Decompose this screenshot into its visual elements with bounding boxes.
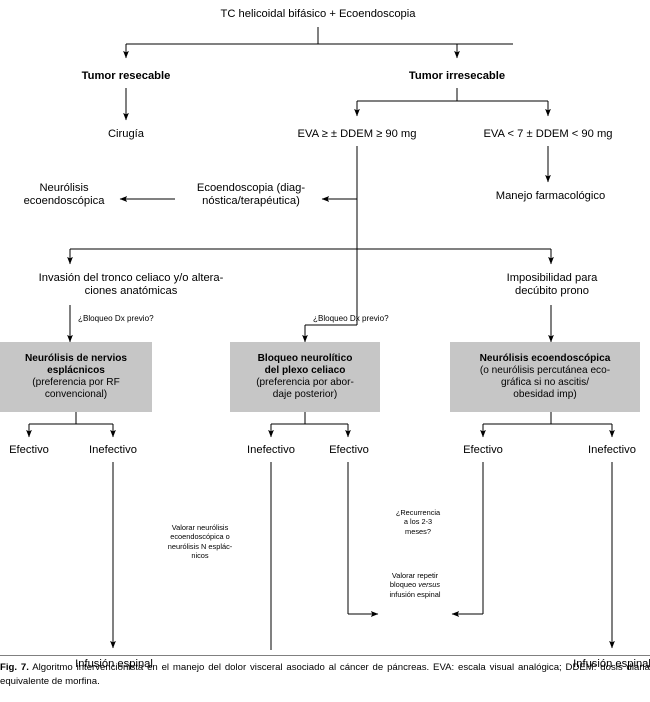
outcome-mid-efectivo: Efectivo	[329, 444, 369, 456]
outcome-mid-inefectivo: Inefectivo	[247, 444, 295, 456]
node-imposibilidad-decubito-prono: Imposibilidad para decúbito prono	[506, 272, 598, 297]
node-ecoendoscopia-diagnostica: Ecoendoscopia (diag- nóstica/terapéutica…	[196, 182, 306, 207]
label-bloqueo-dx-previo-mid: ¿Bloqueo Dx previo?	[313, 314, 389, 323]
figure-label: Fig. 7.	[0, 662, 29, 673]
flowchart-connectors	[26, 27, 615, 650]
node-invasion-tronco-celiaco: Invasión del tronco celiaco y/o altera- …	[38, 272, 224, 297]
figure-caption: Fig. 7. Algoritmo intervencionista en el…	[0, 661, 650, 688]
annotation-line-1: Valorar repetir bloqueo	[389, 571, 439, 590]
box-subtitle: (preferencia por RF convencional)	[32, 377, 120, 400]
endpoint-infusion-espinal-right: Infusión espinal	[573, 658, 650, 670]
box-neurolisis-nervios-esplacnicos: Neurólisis de nervios esplácnicos (prefe…	[0, 342, 152, 412]
outcome-right-inefectivo: Inefectivo	[588, 444, 636, 456]
box-title: Bloqueo neurolítico del plexo celiaco	[257, 353, 353, 377]
outcome-left-efectivo: Efectivo	[9, 444, 49, 456]
node-manejo-farmacologico: Manejo farmacológico	[495, 190, 606, 202]
node-eva-high: EVA ≥ ± DDEM ≥ 90 mg	[297, 128, 417, 140]
annotation-versus: versus	[418, 580, 441, 590]
box-neurolisis-ecoendoscopica: Neurólisis ecoendoscópica (o neurólisis …	[450, 342, 640, 412]
box-bloqueo-neurolitico-plexo-celiaco: Bloqueo neurolítico del plexo celiaco (p…	[230, 342, 380, 412]
label-bloqueo-dx-previo-left: ¿Bloqueo Dx previo?	[78, 314, 154, 323]
annotation-valorar-neurolisis: Valorar neurólisis ecoendoscópica o neur…	[167, 523, 233, 560]
node-root: TC helicoidal bifásico + Ecoendoscopia	[220, 8, 416, 20]
figure-caption-text: Algoritmo intervencionista en el manejo …	[0, 662, 650, 687]
outcome-right-efectivo: Efectivo	[463, 444, 503, 456]
box-title: Neurólisis de nervios esplácnicos	[24, 353, 128, 377]
box-title: Neurólisis ecoendoscópica	[479, 353, 611, 365]
box-subtitle: (preferencia por abor- daje posterior)	[256, 377, 354, 400]
node-neurolisis-ecoendoscopica: Neurólisis ecoendoscópica	[23, 182, 105, 207]
node-eva-low: EVA < 7 ± DDEM < 90 mg	[483, 128, 613, 140]
node-tumor-resecable: Tumor resecable	[81, 70, 171, 82]
node-tumor-irresecable: Tumor irresecable	[408, 70, 506, 82]
annotation-valorar-repetir-bloqueo: Valorar repetir bloqueo versus infusión …	[378, 571, 452, 599]
node-cirugia: Cirugía	[107, 128, 145, 140]
annotation-line-2: infusión espinal	[389, 589, 441, 599]
box-subtitle: (o neurólisis percutánea eco- gráfica si…	[479, 365, 611, 400]
endpoint-infusion-espinal-left: Infusión espinal	[75, 658, 153, 670]
annotation-recurrencia: ¿Recurrencia a los 2-3 meses?	[395, 508, 441, 536]
caption-divider	[0, 655, 650, 656]
outcome-left-inefectivo: Inefectivo	[89, 444, 137, 456]
